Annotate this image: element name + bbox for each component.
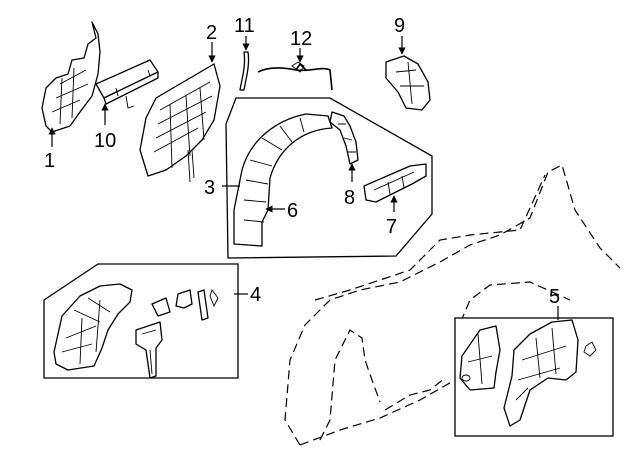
part-8-extension — [329, 111, 359, 182]
part-5-extension-assembly — [459, 319, 597, 427]
part-1-inner-pillar — [41, 21, 101, 147]
quarter-panel-body-outline — [284, 164, 621, 446]
callout-9: 9 — [394, 15, 405, 37]
callout-12: 12 — [290, 28, 312, 50]
callout-6: 6 — [287, 200, 298, 222]
callout-1: 1 — [44, 150, 55, 172]
part-12-wire-harness — [257, 48, 333, 91]
callout-7: 7 — [386, 216, 397, 238]
part-2-quarter-inner-panel — [139, 42, 221, 183]
part-4-wheelhouse-assembly — [53, 283, 219, 379]
part-6-wheelhouse-liner — [233, 113, 333, 247]
callout-2: 2 — [206, 22, 217, 44]
part-7-filler-bracket — [363, 163, 427, 212]
callout-5: 5 — [549, 286, 560, 308]
callout-11: 11 — [234, 15, 255, 37]
part-10-reinforcement — [95, 59, 159, 125]
callout-4: 4 — [250, 284, 261, 306]
callout-10: 10 — [94, 130, 116, 152]
callout-8: 8 — [344, 187, 355, 209]
part-9-bracket — [385, 36, 431, 111]
callout-3: 3 — [204, 177, 215, 199]
part-11-drain-hose — [239, 36, 250, 91]
